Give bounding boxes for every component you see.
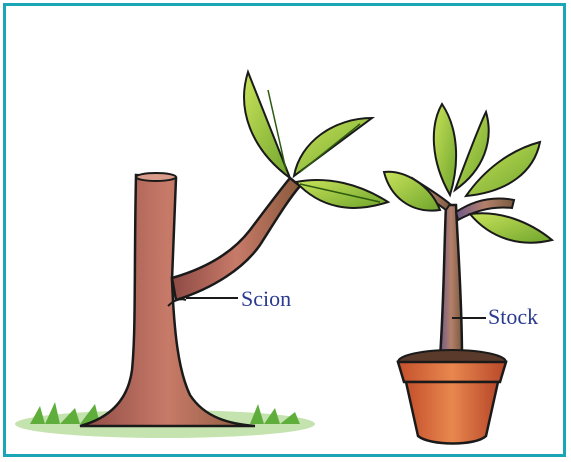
potted-plant-leaves [382, 102, 555, 244]
flower-pot [396, 349, 508, 445]
scion-leaves [243, 69, 391, 209]
scion-label: Scion [241, 286, 292, 311]
stock-label: Stock [488, 304, 539, 329]
